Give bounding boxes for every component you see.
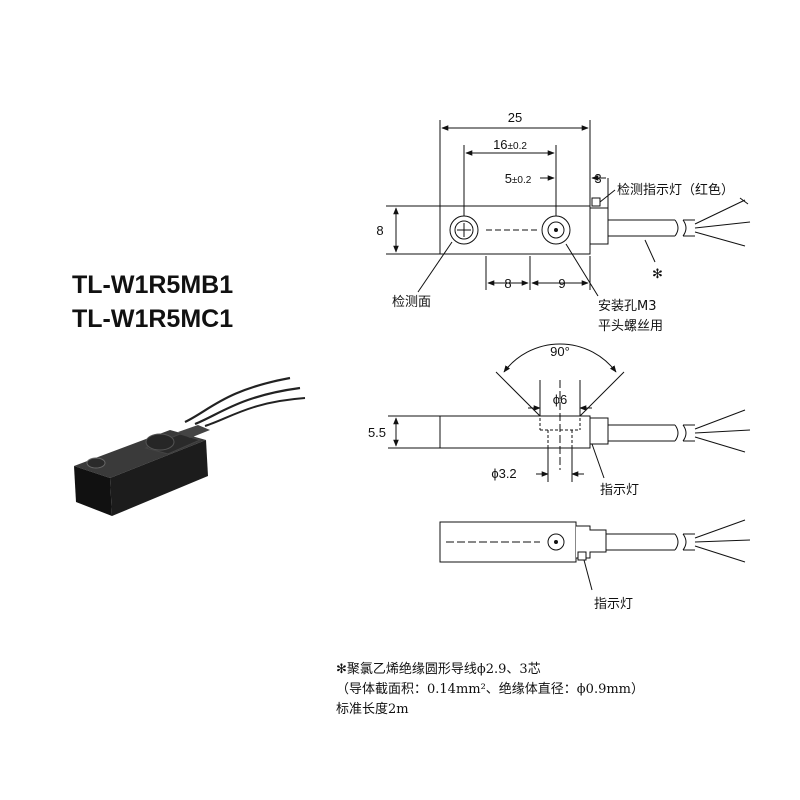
bottom-view — [439, 519, 751, 591]
sensor-body — [74, 425, 210, 516]
cable-wire-1 — [184, 376, 291, 423]
label-indicator-red: 检测指示灯（红色） — [617, 182, 734, 198]
dim-pitch-tol: ±0.2 — [508, 141, 528, 152]
dim-hole-offset: 5±0.2 — [505, 171, 532, 186]
model-name-1: TL-W1R5MB1 — [72, 271, 234, 299]
top-view — [386, 120, 751, 297]
dim-hole-dia: ϕ3.2 — [491, 466, 516, 481]
label-indicator-side: 指示灯 — [600, 483, 639, 498]
note-line-3: 标准长度2m — [336, 702, 409, 717]
dim-hole-offset-value: 5 — [505, 171, 512, 186]
dim-length: 25 — [508, 110, 522, 125]
dim-face-to-center: 8 — [504, 276, 511, 291]
dim-thickness: 5.5 — [368, 425, 386, 440]
note-line-2: （导体截面积：0.14mm²、绝缘体直径：ϕ0.9mm） — [336, 682, 645, 697]
product-photo — [74, 376, 306, 516]
side-view — [388, 343, 751, 482]
dim-pitch-value: 16 — [493, 137, 507, 152]
label-indicator-bottom: 指示灯 — [594, 597, 633, 612]
dim-height: 8 — [376, 223, 383, 238]
dim-angle: 90° — [550, 344, 570, 359]
cable-notes: ✻聚氯乙烯绝缘圆形导线ϕ2.9、3芯 （导体截面积：0.14mm²、绝缘体直径：… — [336, 660, 644, 720]
cable-wire-3 — [204, 397, 306, 427]
note-line-1: ✻聚氯乙烯绝缘圆形导线ϕ2.9、3芯 — [336, 662, 541, 677]
label-sensing-face: 检测面 — [392, 295, 431, 310]
model-name-2: TL-W1R5MC1 — [72, 305, 234, 333]
model-names: TL-W1R5MB1 TL-W1R5MC1 — [72, 268, 233, 336]
label-mount-hole-1: 安装孔M3 — [598, 299, 657, 314]
dim-rear: 3 — [594, 171, 601, 186]
dim-hole-offset-tol: ±0.2 — [512, 175, 532, 186]
dim-counterbore: ϕ6 — [553, 392, 568, 407]
indicator-red — [591, 197, 601, 207]
dim-center-to-end: 9 — [558, 276, 565, 291]
cable-wire-2 — [194, 386, 301, 426]
dim-pitch: 16±0.2 — [493, 137, 527, 152]
label-mount-hole-2: 平头螺丝用 — [598, 319, 663, 334]
indicator-bottom — [577, 551, 587, 561]
label-cable-mark: ✻ — [652, 267, 663, 282]
